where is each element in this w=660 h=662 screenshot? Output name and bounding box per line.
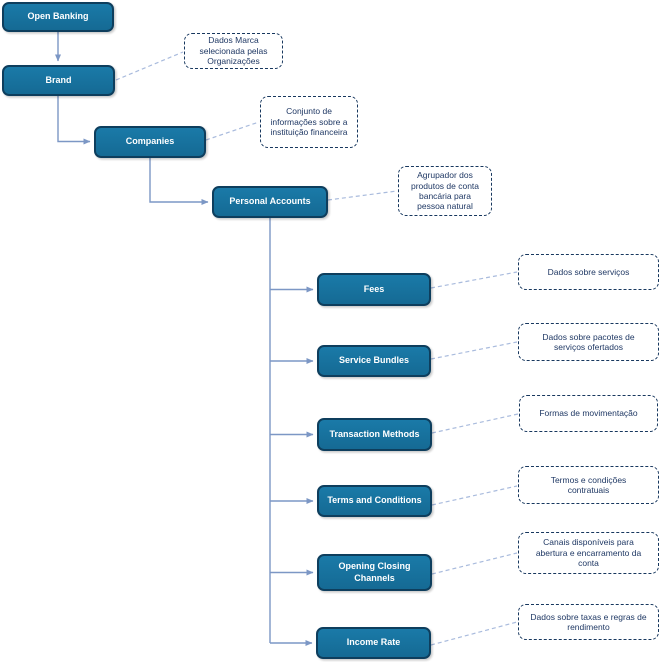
callout-brand: Dados Marca selecionada pelas Organizaçõ… <box>184 33 283 69</box>
node-opening-closing-channels: Opening Closing Channels <box>317 554 432 591</box>
node-brand: Brand <box>2 65 115 96</box>
callout-income-rate: Dados sobre taxas e regras de rendimento <box>518 604 659 640</box>
callout-fees: Dados sobre serviços <box>518 254 659 290</box>
node-companies: Companies <box>94 126 206 158</box>
callout-link-companies <box>205 121 260 141</box>
callout-terms-and-conditions: Termos e condições contratuais <box>518 466 659 504</box>
callout-link-termsandconditions <box>431 485 518 506</box>
node-fees: Fees <box>317 273 431 306</box>
node-personal-accounts: Personal Accounts <box>212 186 328 218</box>
callout-link-transactionmethods <box>431 413 519 434</box>
callout-opening-closing-channels: Canais disponíveis para abertura e encar… <box>518 532 659 574</box>
callout-transaction-methods: Formas de movimentação <box>519 395 658 432</box>
node-service-bundles: Service Bundles <box>317 345 431 377</box>
callout-link-openingclosingchannels <box>431 552 518 575</box>
node-open-banking: Open Banking <box>2 2 114 32</box>
callout-link-incomerate <box>430 621 518 646</box>
callout-link-servicebundles <box>430 341 518 360</box>
callout-link-fees <box>430 271 518 289</box>
callout-personal-accounts: Agrupador dos produtos de conta bancária… <box>398 166 492 216</box>
edge-brand-companies <box>57 96 91 145</box>
callout-service-bundles: Dados sobre pacotes de serviços ofertado… <box>518 323 659 361</box>
node-transaction-methods: Transaction Methods <box>317 418 432 451</box>
callout-link-brand <box>115 51 184 81</box>
node-terms-and-conditions: Terms and Conditions <box>317 485 432 517</box>
callout-companies: Conjunto de informações sobre a institui… <box>260 96 358 148</box>
node-income-rate: Income Rate <box>316 627 431 659</box>
callout-link-personalaccounts <box>327 190 398 201</box>
edge-companies-personalaccounts <box>149 158 209 205</box>
